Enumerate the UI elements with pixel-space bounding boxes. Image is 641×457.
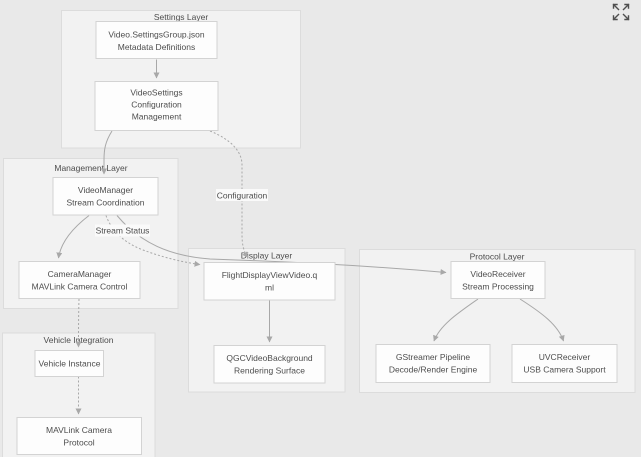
expand-fullscreen-button[interactable]	[612, 3, 630, 21]
node-box	[375, 344, 491, 383]
node-box	[16, 417, 142, 455]
edge-videomanager-to-cameramanager	[56, 215, 90, 259]
cluster-label: Settings Layer	[154, 12, 209, 22]
node-vehicle-instance: Vehicle Instance	[34, 350, 104, 377]
cluster-label: Protocol Layer	[470, 252, 525, 262]
edge-label-bg	[95, 224, 150, 237]
edge-cameramanager-to-vehicleinstance	[75, 298, 82, 348]
node-box	[511, 344, 618, 383]
cluster-label: Display Layer	[241, 251, 293, 261]
node-box	[18, 261, 141, 299]
edge-label-stream-status: Stream Status	[95, 224, 150, 237]
edge-videoreceiver-to-gstreamer	[433, 298, 479, 342]
edge-videosettings-to-videomanager	[101, 130, 113, 175]
edge-videoreceiver-to-uvcreceiver	[519, 298, 565, 342]
edge-label-text: Configuration	[217, 191, 268, 201]
node-box	[203, 262, 336, 301]
node-box	[34, 350, 104, 377]
node-box	[52, 177, 159, 216]
edge-label-configuration: Configuration	[216, 189, 268, 201]
edge-videomanager-to-flightdisplay-streamstatus	[105, 215, 201, 267]
node-label: Vehicle Instance	[39, 359, 101, 369]
edge-videomanager-to-videoreceiver	[116, 215, 447, 276]
node-box	[213, 345, 326, 384]
node-box	[95, 21, 218, 59]
cluster-label: Management Layer	[54, 163, 127, 173]
edge-label-bg	[216, 189, 268, 201]
node-box	[450, 261, 546, 299]
node-box	[94, 81, 219, 131]
edge-label-text: Stream Status	[96, 226, 150, 236]
expand-fullscreen-icon	[612, 3, 630, 21]
